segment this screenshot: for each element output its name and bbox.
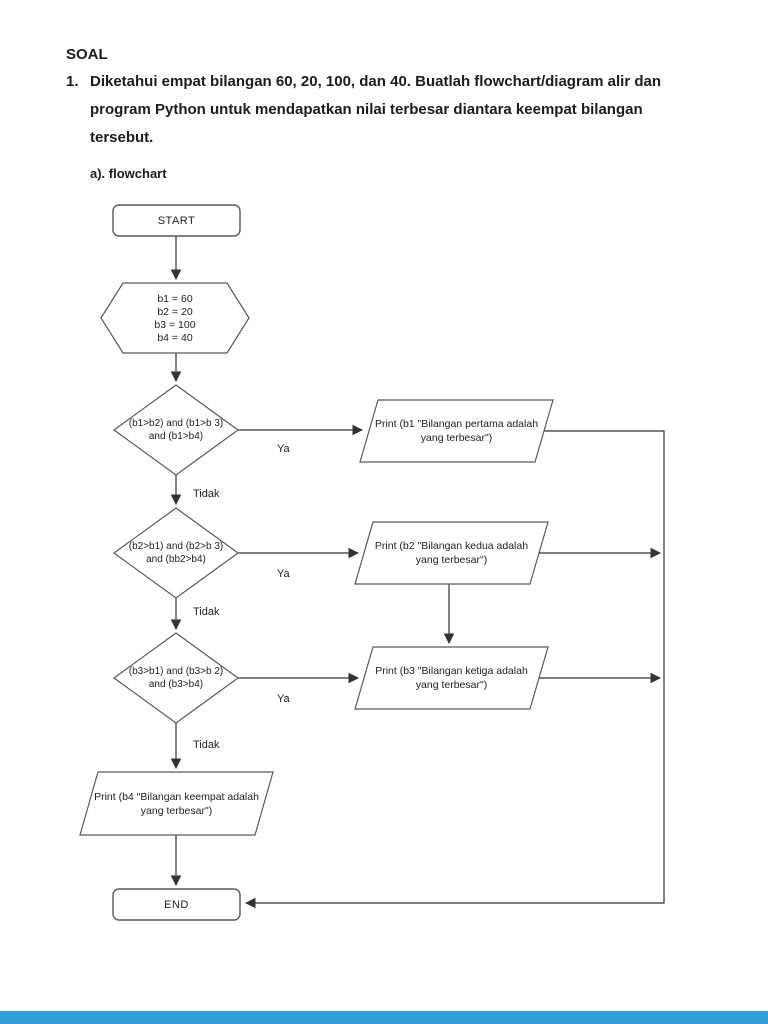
section-label: a). flowchart (90, 166, 167, 181)
print2-shape (354, 521, 549, 585)
problem-number: 1. (66, 73, 79, 90)
connector-print1-to-end (244, 430, 665, 909)
page-edge-bar (0, 1011, 768, 1024)
page-title: SOAL (66, 46, 108, 63)
print3-shape (354, 646, 549, 710)
problem-text: Diketahui empat bilangan 60, 20, 100, da… (90, 73, 662, 146)
decision2-shape (112, 507, 240, 599)
problem-statement: 1. Diketahui empat bilangan 60, 20, 100,… (66, 68, 706, 152)
end-shape (112, 888, 241, 921)
start-shape (112, 204, 241, 237)
print1-shape (359, 399, 554, 463)
decision1-shape (112, 384, 240, 476)
print4-shape (79, 771, 274, 836)
init-hexagon-shape (100, 282, 250, 354)
decision3-shape (112, 632, 240, 724)
